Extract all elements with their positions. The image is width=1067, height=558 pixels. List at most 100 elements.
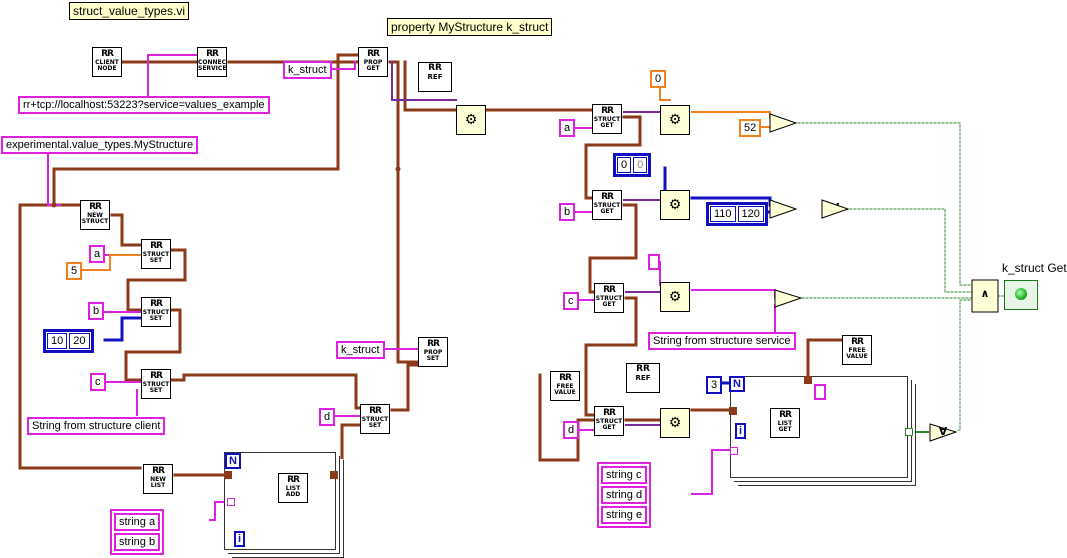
k-struct-get-indicator[interactable] [1004,280,1038,310]
rr-logo: RR [428,63,442,73]
output-tunnel [905,428,913,436]
empty-string-constant[interactable] [648,254,660,270]
array-element: string d [601,486,648,504]
node-text: LIST ADD [285,485,301,498]
rr-logo: RR [152,466,165,476]
rr-logo: RR [603,408,616,418]
node-text: STRUCT SET [361,416,389,429]
rr-logo: RR [101,49,114,59]
unbundle-node-a[interactable]: ⚙ [660,105,690,135]
field-d-get-constant[interactable]: d [563,421,580,439]
strings-ab-constant[interactable]: string a string b [110,509,165,555]
string-client-constant[interactable]: String from structure client [27,417,166,435]
expected-52-constant[interactable]: 52 [739,119,762,137]
field-b-set-constant[interactable]: b [88,302,105,320]
vi-name-label: struct_value_types.vi [69,2,190,20]
array-110-120-constant[interactable]: 110 120 [706,202,768,226]
node-text: CONNECT SERVICE [198,59,227,72]
and-array-op-loop[interactable]: ∀ [938,425,948,438]
array-element: string b [114,533,161,551]
node-text: STRUCT GET [595,418,623,431]
array-element: 110 [710,206,736,222]
node-text: FREE VALUE [846,347,868,360]
field-c-get-constant[interactable]: c [563,292,579,310]
rr-logo: RR [369,406,382,416]
rr-logo: RR [601,106,614,116]
url-constant[interactable]: rr+tcp://localhost:53223?service=values_… [18,96,270,114]
k-struct-set-constant[interactable]: k_struct [336,341,385,359]
k-struct-get-constant[interactable]: k_struct [283,61,332,79]
rr-logo: RR [559,373,572,383]
property-label: property MyStructure k_struct [387,18,553,36]
rr-logo: RR [603,285,616,295]
index-tunnel [730,447,738,455]
node-text: REF [427,73,443,81]
indicator-label: k_struct Get [1002,261,1067,275]
node-text: PROP GET [363,59,383,72]
rr-logo: RR [287,475,300,485]
node-text: NEW STRUCT [81,212,109,225]
and-all-op[interactable]: ∧ [980,287,990,300]
value-5-constant[interactable]: 5 [66,262,83,280]
array-element: 120 [737,206,764,222]
array-element: string a [114,513,161,531]
node-text: STRUCT GET [593,116,621,129]
rr-logo: RR [779,410,792,420]
rr-logo: RR [427,339,440,349]
node-text: PROP SET [423,349,443,362]
field-a-get-constant[interactable]: a [559,119,576,137]
n-count-constant[interactable]: 3 [706,376,723,394]
string-service-constant[interactable]: String from structure service [648,332,796,350]
node-text: LIST GET [777,420,793,433]
array-10-20-constant[interactable]: 10 20 [43,329,94,353]
array-element: 20 [69,333,90,349]
unbundle-node-b[interactable]: ⚙ [660,190,690,220]
shift-tunnel [330,471,338,479]
node-text: CLIENT NODE [95,59,119,72]
array-zero-constant[interactable]: 0 0 [613,153,652,177]
array-element: 0 [617,157,632,173]
rr-logo: RR [150,371,163,381]
field-d-set-constant[interactable]: d [319,408,336,426]
zero-constant[interactable]: 0 [650,70,667,88]
array-element: string e [601,506,648,524]
rr-logo: RR [851,337,864,347]
node-text: STRUCT SET [142,309,170,322]
unbundle-node-d[interactable]: ⚙ [660,408,690,438]
strings-cde-constant[interactable]: string c string d string e [597,462,652,528]
field-c-set-constant[interactable]: c [90,373,106,391]
node-text: FREE VALUE [554,383,576,396]
loop-index-terminal: i [234,531,246,547]
node-text: STRUCT GET [593,202,621,215]
unbundle-node-top[interactable]: ⚙ [456,105,486,135]
rr-logo: RR [89,202,102,212]
loop-count-terminal-right: N [729,376,745,392]
struct-type-constant[interactable]: experimental.value_types.MyStructure [1,136,199,154]
empty-string-constant-loop[interactable] [814,384,826,400]
node-text: STRUCT SET [142,251,170,264]
unbundle-node-c[interactable]: ⚙ [660,282,690,312]
field-a-set-constant[interactable]: a [89,245,106,263]
field-b-get-constant[interactable]: b [559,203,576,221]
